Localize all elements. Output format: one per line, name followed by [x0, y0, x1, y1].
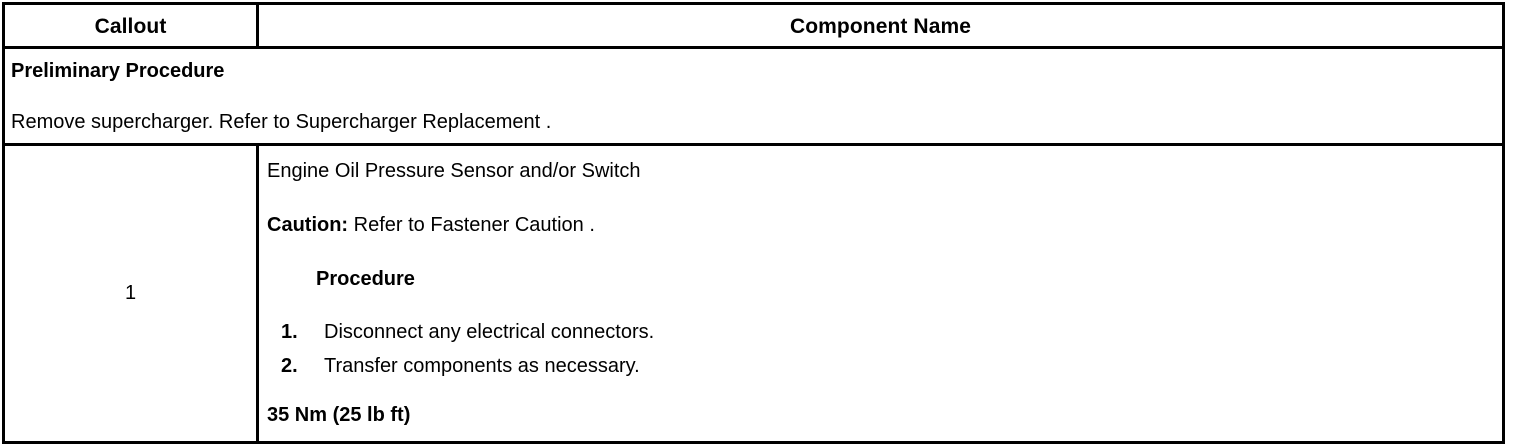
list-item: 1. Disconnect any electrical connectors.: [267, 321, 1367, 355]
preliminary-procedure-title: Preliminary Procedure: [11, 60, 225, 82]
list-item: 2. Transfer components as necessary.: [267, 355, 1367, 389]
column-header-component-name: Component Name: [789, 15, 972, 38]
caution-label: Caution:: [267, 214, 349, 236]
table-header-row: Callout Component Name: [5, 5, 1502, 49]
component-name-text: Engine Oil Pressure Sensor and/or Switch: [267, 160, 641, 182]
table-row: 1 Engine Oil Pressure Sensor and/or Swit…: [5, 146, 1502, 441]
step-text: Transfer components as necessary.: [324, 355, 640, 377]
torque-specification: 35 Nm (25 lb ft): [267, 404, 411, 426]
column-header-callout: Callout: [5, 5, 259, 49]
step-number: 1.: [281, 321, 298, 343]
caution-text: Refer to Fastener Caution .: [353, 214, 595, 236]
procedure-heading: Procedure: [316, 268, 415, 290]
procedure-table: Callout Component Name Preliminary Proce…: [2, 2, 1505, 444]
caution-note: Caution: Refer to Fastener Caution .: [267, 214, 595, 237]
step-text: Disconnect any electrical connectors.: [324, 321, 655, 343]
step-number: 2.: [281, 355, 298, 377]
procedure-step-list: 1. Disconnect any electrical connectors.…: [267, 321, 1367, 389]
preliminary-procedure-cell: Preliminary Procedure Remove supercharge…: [5, 49, 1502, 143]
preliminary-procedure-body: Remove supercharger. Refer to Supercharg…: [11, 111, 552, 133]
callout-number-cell: 1: [5, 146, 259, 441]
preliminary-procedure-row: Preliminary Procedure Remove supercharge…: [5, 49, 1502, 146]
component-detail-cell: Engine Oil Pressure Sensor and/or Switch…: [259, 146, 1502, 441]
